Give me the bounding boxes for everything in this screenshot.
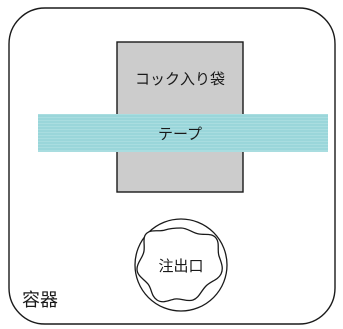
spout-cog-ring <box>136 227 223 303</box>
container-label: 容器 <box>22 290 58 311</box>
spout-label: 注出口 <box>158 257 203 275</box>
tape-band <box>38 114 328 152</box>
tape-label: テープ <box>158 125 202 143</box>
bag-label: コック入り袋 <box>135 70 225 88</box>
